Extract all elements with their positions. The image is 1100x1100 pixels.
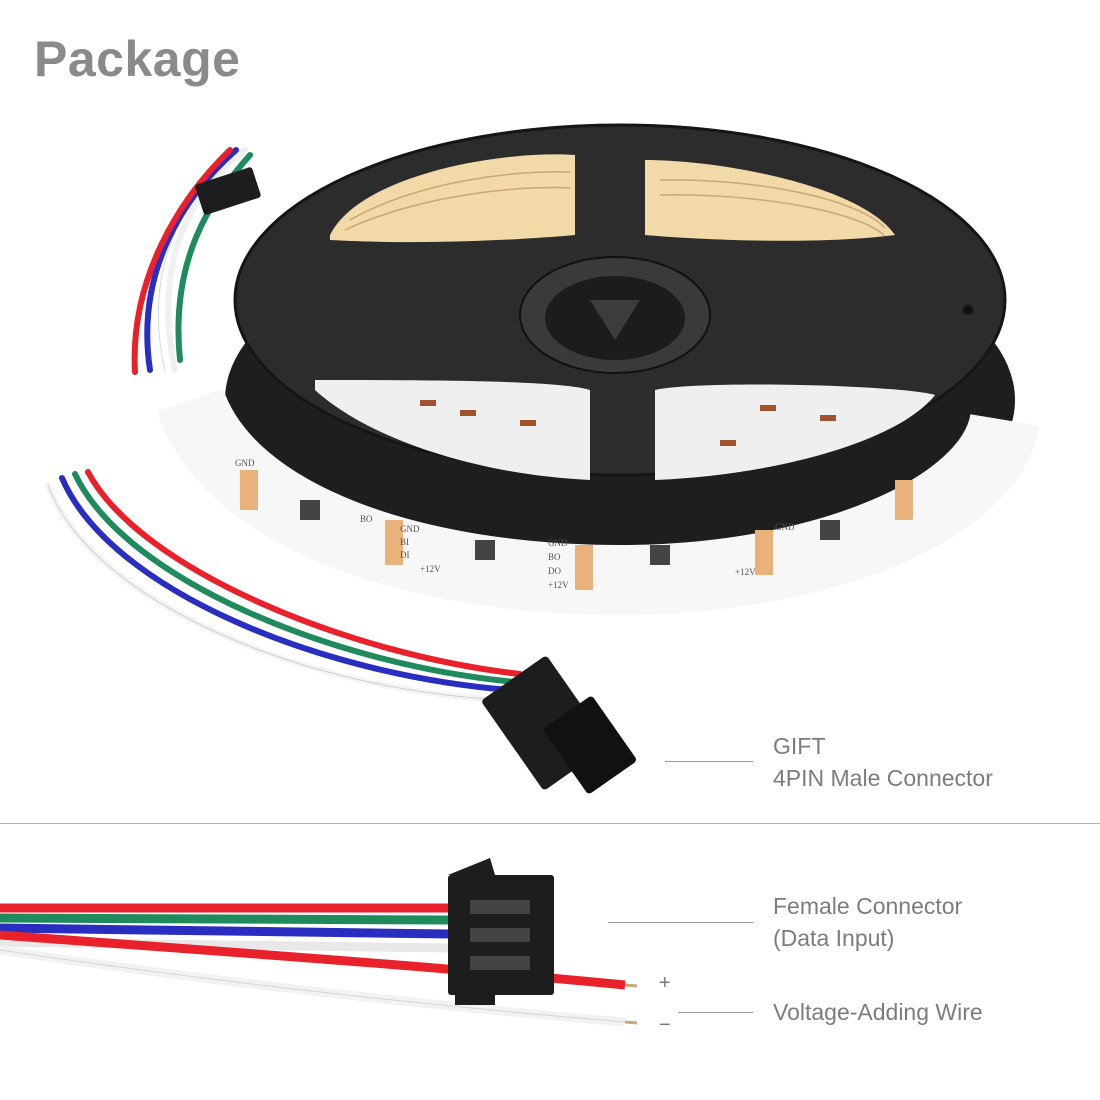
female-connector-wires [0, 903, 451, 953]
led-strip-outer [156, 387, 1040, 616]
svg-text:GND: GND [400, 524, 420, 534]
svg-text:DO: DO [548, 566, 561, 576]
female-line1: Female Connector [773, 893, 963, 919]
gift-leader-line [665, 761, 753, 762]
reel-connector [195, 167, 261, 215]
svg-text:BO: BO [360, 514, 373, 524]
reel-window-bottom-right [655, 384, 935, 480]
svg-text:+12V: +12V [735, 567, 756, 577]
male-connector-cable [45, 469, 523, 703]
strip-markings: GND BO GND BI DI +12V GND BO DO +12V GND… [235, 458, 795, 590]
male-connector [482, 656, 636, 794]
female-connector [448, 858, 554, 1005]
female-leader-line [608, 922, 753, 923]
minus-sign: − [659, 1014, 671, 1036]
reel-pigtail-wires [131, 147, 253, 375]
led-chips [240, 470, 913, 590]
section-divider [0, 823, 1100, 824]
voltage-label: Voltage-Adding Wire [773, 999, 983, 1025]
svg-text:BO: BO [548, 552, 561, 562]
gift-line1: GIFT [773, 733, 826, 759]
svg-text:GND: GND [235, 458, 255, 468]
svg-text:+12V: +12V [548, 580, 569, 590]
plus-sign: + [659, 972, 671, 994]
voltage-leader-line [678, 1012, 753, 1013]
reel-window-top-left [330, 154, 575, 243]
female-label: Female Connector (Data Input) [773, 890, 962, 954]
svg-text:BI: BI [400, 537, 409, 547]
female-line2: (Data Input) [773, 925, 895, 951]
svg-text:GND: GND [548, 538, 568, 548]
gift-line2: 4PIN Male Connector [773, 765, 993, 791]
gift-label: GIFT 4PIN Male Connector [773, 730, 993, 794]
reel-window-bottom-left [315, 380, 590, 480]
svg-text:+12V: +12V [420, 564, 441, 574]
svg-text:DI: DI [400, 550, 410, 560]
svg-text:GND: GND [775, 522, 795, 532]
page-title: Package [34, 31, 241, 87]
